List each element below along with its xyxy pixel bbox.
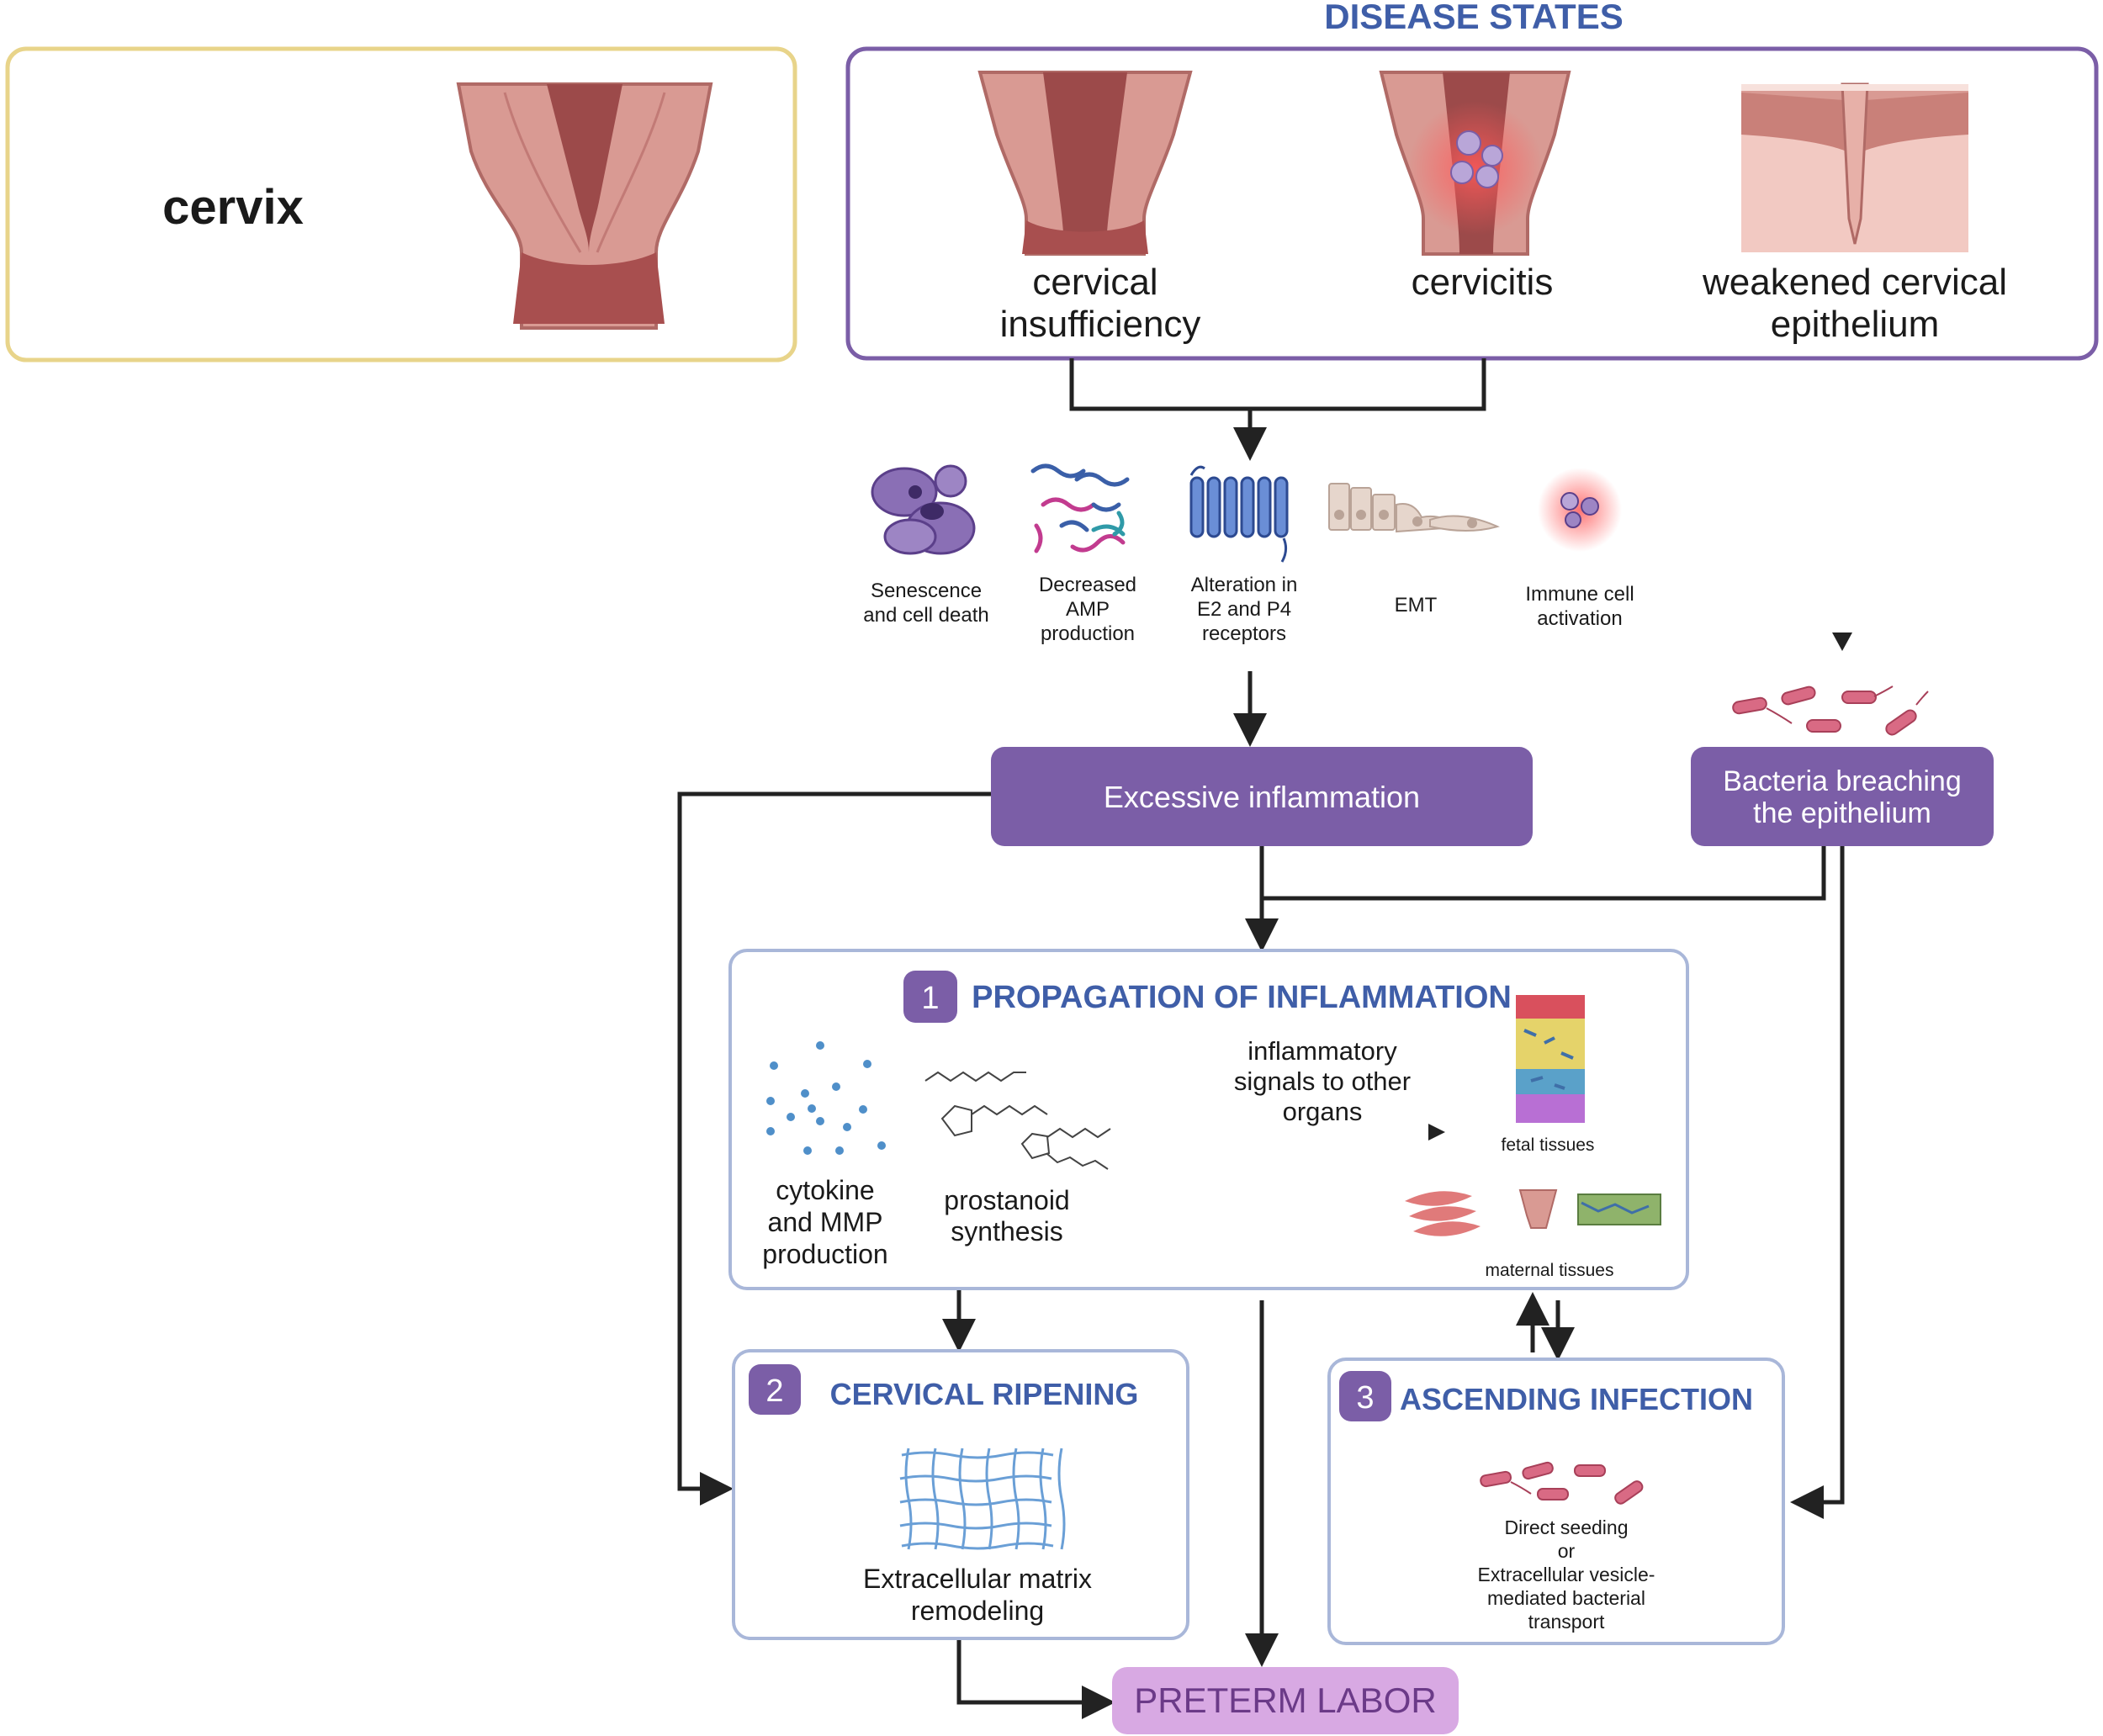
cervix-panel: cervix <box>5 46 797 363</box>
amp-icon <box>1030 463 1130 553</box>
preterm-labor-box: PRETERM LABOR <box>1112 1667 1459 1734</box>
weakened-epithelium-illustration <box>1741 82 1968 252</box>
maternal-tissue-icons <box>1405 1189 1661 1236</box>
connectors-top <box>1069 358 1486 461</box>
ascending-bacteria-icon <box>1480 1461 1644 1505</box>
ripening-label-line2: remodeling <box>911 1596 1044 1626</box>
prostanoid-label-line2: synthesis <box>951 1216 1062 1246</box>
receptor-label-line2: E2 and P4 <box>1197 598 1291 621</box>
cervix-illustration <box>456 82 713 330</box>
cytokine-label-line3: production <box>762 1239 887 1269</box>
ascending-text-line1: Direct seeding <box>1504 1516 1628 1538</box>
disease-states-panel: DISEASE STATES cervical insu <box>845 0 2099 361</box>
cervical-insufficiency-label-line2: insufficiency <box>1000 304 1201 345</box>
ascending-panel: 3 ASCENDING INFECTION Direct seeding or … <box>1327 1358 1785 1645</box>
signals-label-line3: organs <box>1283 1097 1363 1126</box>
signals-label-line2: signals to other <box>1234 1066 1411 1096</box>
connectors-middle <box>677 791 1845 1719</box>
signals-label-line1: inflammatory <box>1247 1036 1397 1066</box>
amp-label-line3: production <box>1041 622 1135 645</box>
emt-icon <box>1328 483 1500 533</box>
cervix-label: cervix <box>162 180 304 235</box>
cervical-insufficiency-label-line1: cervical <box>1032 262 1157 303</box>
ascending-text-line5: transport <box>1528 1611 1605 1633</box>
receptor-icon <box>1189 465 1289 563</box>
bacteria-breaching-box: Bacteria breaching the epithelium <box>1691 747 1994 846</box>
bacteria-icon <box>1732 685 1929 736</box>
disease-states-title: DISEASE STATES <box>1324 0 1624 36</box>
cytokine-label-line1: cytokine <box>776 1175 874 1205</box>
preterm-labor-label: PRETERM LABOR <box>1134 1680 1436 1720</box>
senescence-icon <box>871 464 976 555</box>
propagation-number: 1 <box>921 981 939 1016</box>
receptor-label-line1: Alteration in <box>1191 574 1298 596</box>
prostanoid-molecule-icon <box>924 1071 1111 1170</box>
immune-label-line1: Immune cell <box>1525 583 1634 606</box>
ripening-label-line1: Extracellular matrix <box>863 1564 1092 1594</box>
amp-label-line1: Decreased <box>1039 574 1136 596</box>
ascending-text-line4: mediated bacterial <box>1487 1587 1645 1609</box>
cervical-insufficiency-illustration <box>977 71 1193 256</box>
weakened-epithelium-label-line1: weakened cervical <box>1702 262 2007 303</box>
receptor-label-line3: receptors <box>1202 622 1286 645</box>
fetal-tissue-icon <box>1516 995 1585 1123</box>
prostanoid-label-line1: prostanoid <box>944 1185 1069 1215</box>
matrix-mesh-icon <box>899 1448 1066 1550</box>
bacteria-breaching-label-line1: Bacteria breaching <box>1723 765 1962 797</box>
immune-cell-icon <box>1538 468 1622 552</box>
excessive-inflammation-label: Excessive inflammation <box>1104 780 1420 814</box>
excessive-inflammation-box: Excessive inflammation <box>991 747 1533 846</box>
cervicitis-label: cervicitis <box>1412 262 1554 303</box>
cervicitis-illustration <box>1379 71 1571 256</box>
ascending-title: ASCENDING INFECTION <box>1400 1382 1753 1416</box>
ascending-number: 3 <box>1356 1380 1374 1416</box>
cytokine-label-line2: and MMP <box>768 1207 883 1237</box>
amp-label-line2: AMP <box>1066 598 1110 621</box>
immune-label-line2: activation <box>1537 607 1622 630</box>
signals-arrow-head <box>1428 1124 1445 1141</box>
epithelium-arrow-head <box>1832 632 1852 651</box>
ascending-text-line2: or <box>1558 1540 1576 1562</box>
fetal-tissues-label: fetal tissues <box>1502 1135 1595 1155</box>
ripening-title: CERVICAL RIPENING <box>830 1377 1139 1411</box>
bacteria-breaching-label-line2: the epithelium <box>1753 797 1931 829</box>
propagation-panel: 1 PROPAGATION OF INFLAMMATION cytokine a… <box>728 949 1689 1290</box>
maternal-tissues-label: maternal tissues <box>1486 1261 1614 1280</box>
senescence-label-line1: Senescence <box>871 580 982 602</box>
cytokine-dots-icon <box>766 1041 886 1155</box>
ripening-panel: 2 CERVICAL RIPENING Extracellular matrix… <box>732 1349 1189 1640</box>
mechanism-labels: Senescence and cell death Decreased AMP … <box>863 574 1634 645</box>
weakened-epithelium-label-line2: epithelium <box>1771 304 1940 345</box>
propagation-title: PROPAGATION OF INFLAMMATION <box>972 980 1512 1015</box>
senescence-label-line2: and cell death <box>863 604 988 627</box>
ripening-number: 2 <box>765 1373 783 1409</box>
emt-label: EMT <box>1395 594 1438 617</box>
ascending-text-line3: Extracellular vesicle- <box>1478 1564 1655 1585</box>
